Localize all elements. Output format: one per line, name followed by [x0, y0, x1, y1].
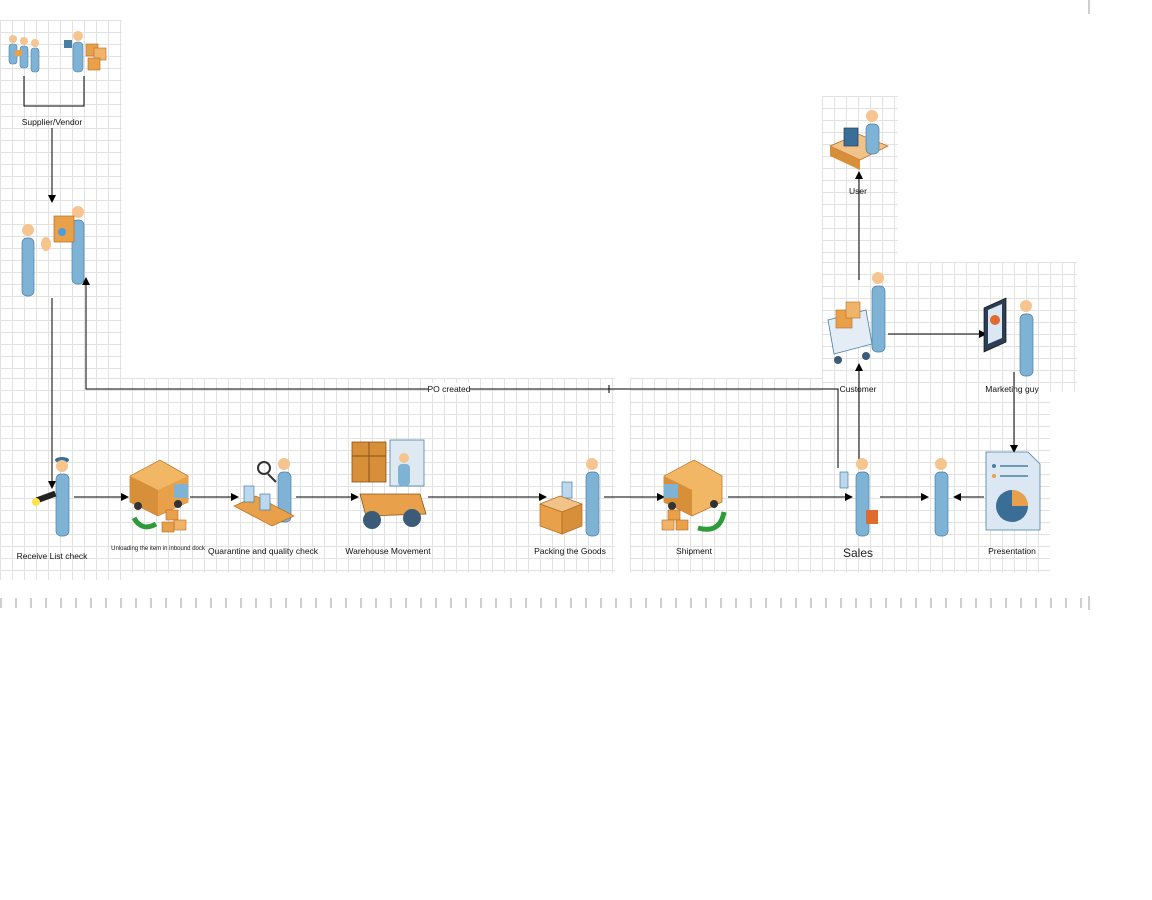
truck-unloading-icon[interactable] [126, 454, 194, 540]
canvas-grid-bottom-left [0, 378, 615, 573]
label-presentation: Presentation [988, 546, 1036, 556]
label-sales: Sales [842, 546, 874, 560]
label-supplier-vendor: Supplier/Vendor [21, 117, 83, 127]
page-edge-right [1088, 0, 1090, 14]
label-warehouse-movement: Warehouse Movement [345, 546, 431, 556]
edge-po-created [82, 277, 839, 468]
truck-shipment-icon[interactable] [658, 454, 730, 540]
label-quarantine: Quarantine and quality check [207, 546, 319, 556]
label-unloading: Unloading the item in inbound dock [111, 546, 205, 552]
supplier-group-icon[interactable] [4, 32, 44, 80]
vendor-boxes-icon[interactable] [62, 30, 110, 78]
quality-check-icon[interactable] [232, 454, 298, 540]
guard-flashlight-icon[interactable] [30, 454, 76, 540]
label-receive-list-check: Receive List check [16, 551, 88, 561]
handover-exchange-icon[interactable] [16, 202, 92, 300]
label-user: User [849, 186, 867, 196]
person-icon[interactable] [928, 454, 956, 540]
shopping-cart-icon[interactable] [826, 270, 892, 366]
label-marketing-guy: Marketing guy [985, 384, 1039, 394]
forklift-icon[interactable] [350, 434, 430, 540]
sales-person-icon[interactable] [836, 454, 882, 540]
chart-board-icon[interactable] [982, 294, 1046, 380]
page-edge-right-bottom [1088, 596, 1090, 610]
packing-box-icon[interactable] [536, 454, 606, 540]
label-po-created: PO created [427, 384, 471, 394]
page-edge-bottom [0, 598, 1092, 608]
label-shipment: Shipment [676, 546, 712, 556]
label-customer: Customer [839, 384, 877, 394]
label-packing-goods: Packing the Goods [534, 546, 606, 556]
computer-desk-icon[interactable] [828, 108, 890, 178]
edge-supplier-bracket [23, 76, 85, 107]
document-chart-icon[interactable] [984, 450, 1042, 532]
